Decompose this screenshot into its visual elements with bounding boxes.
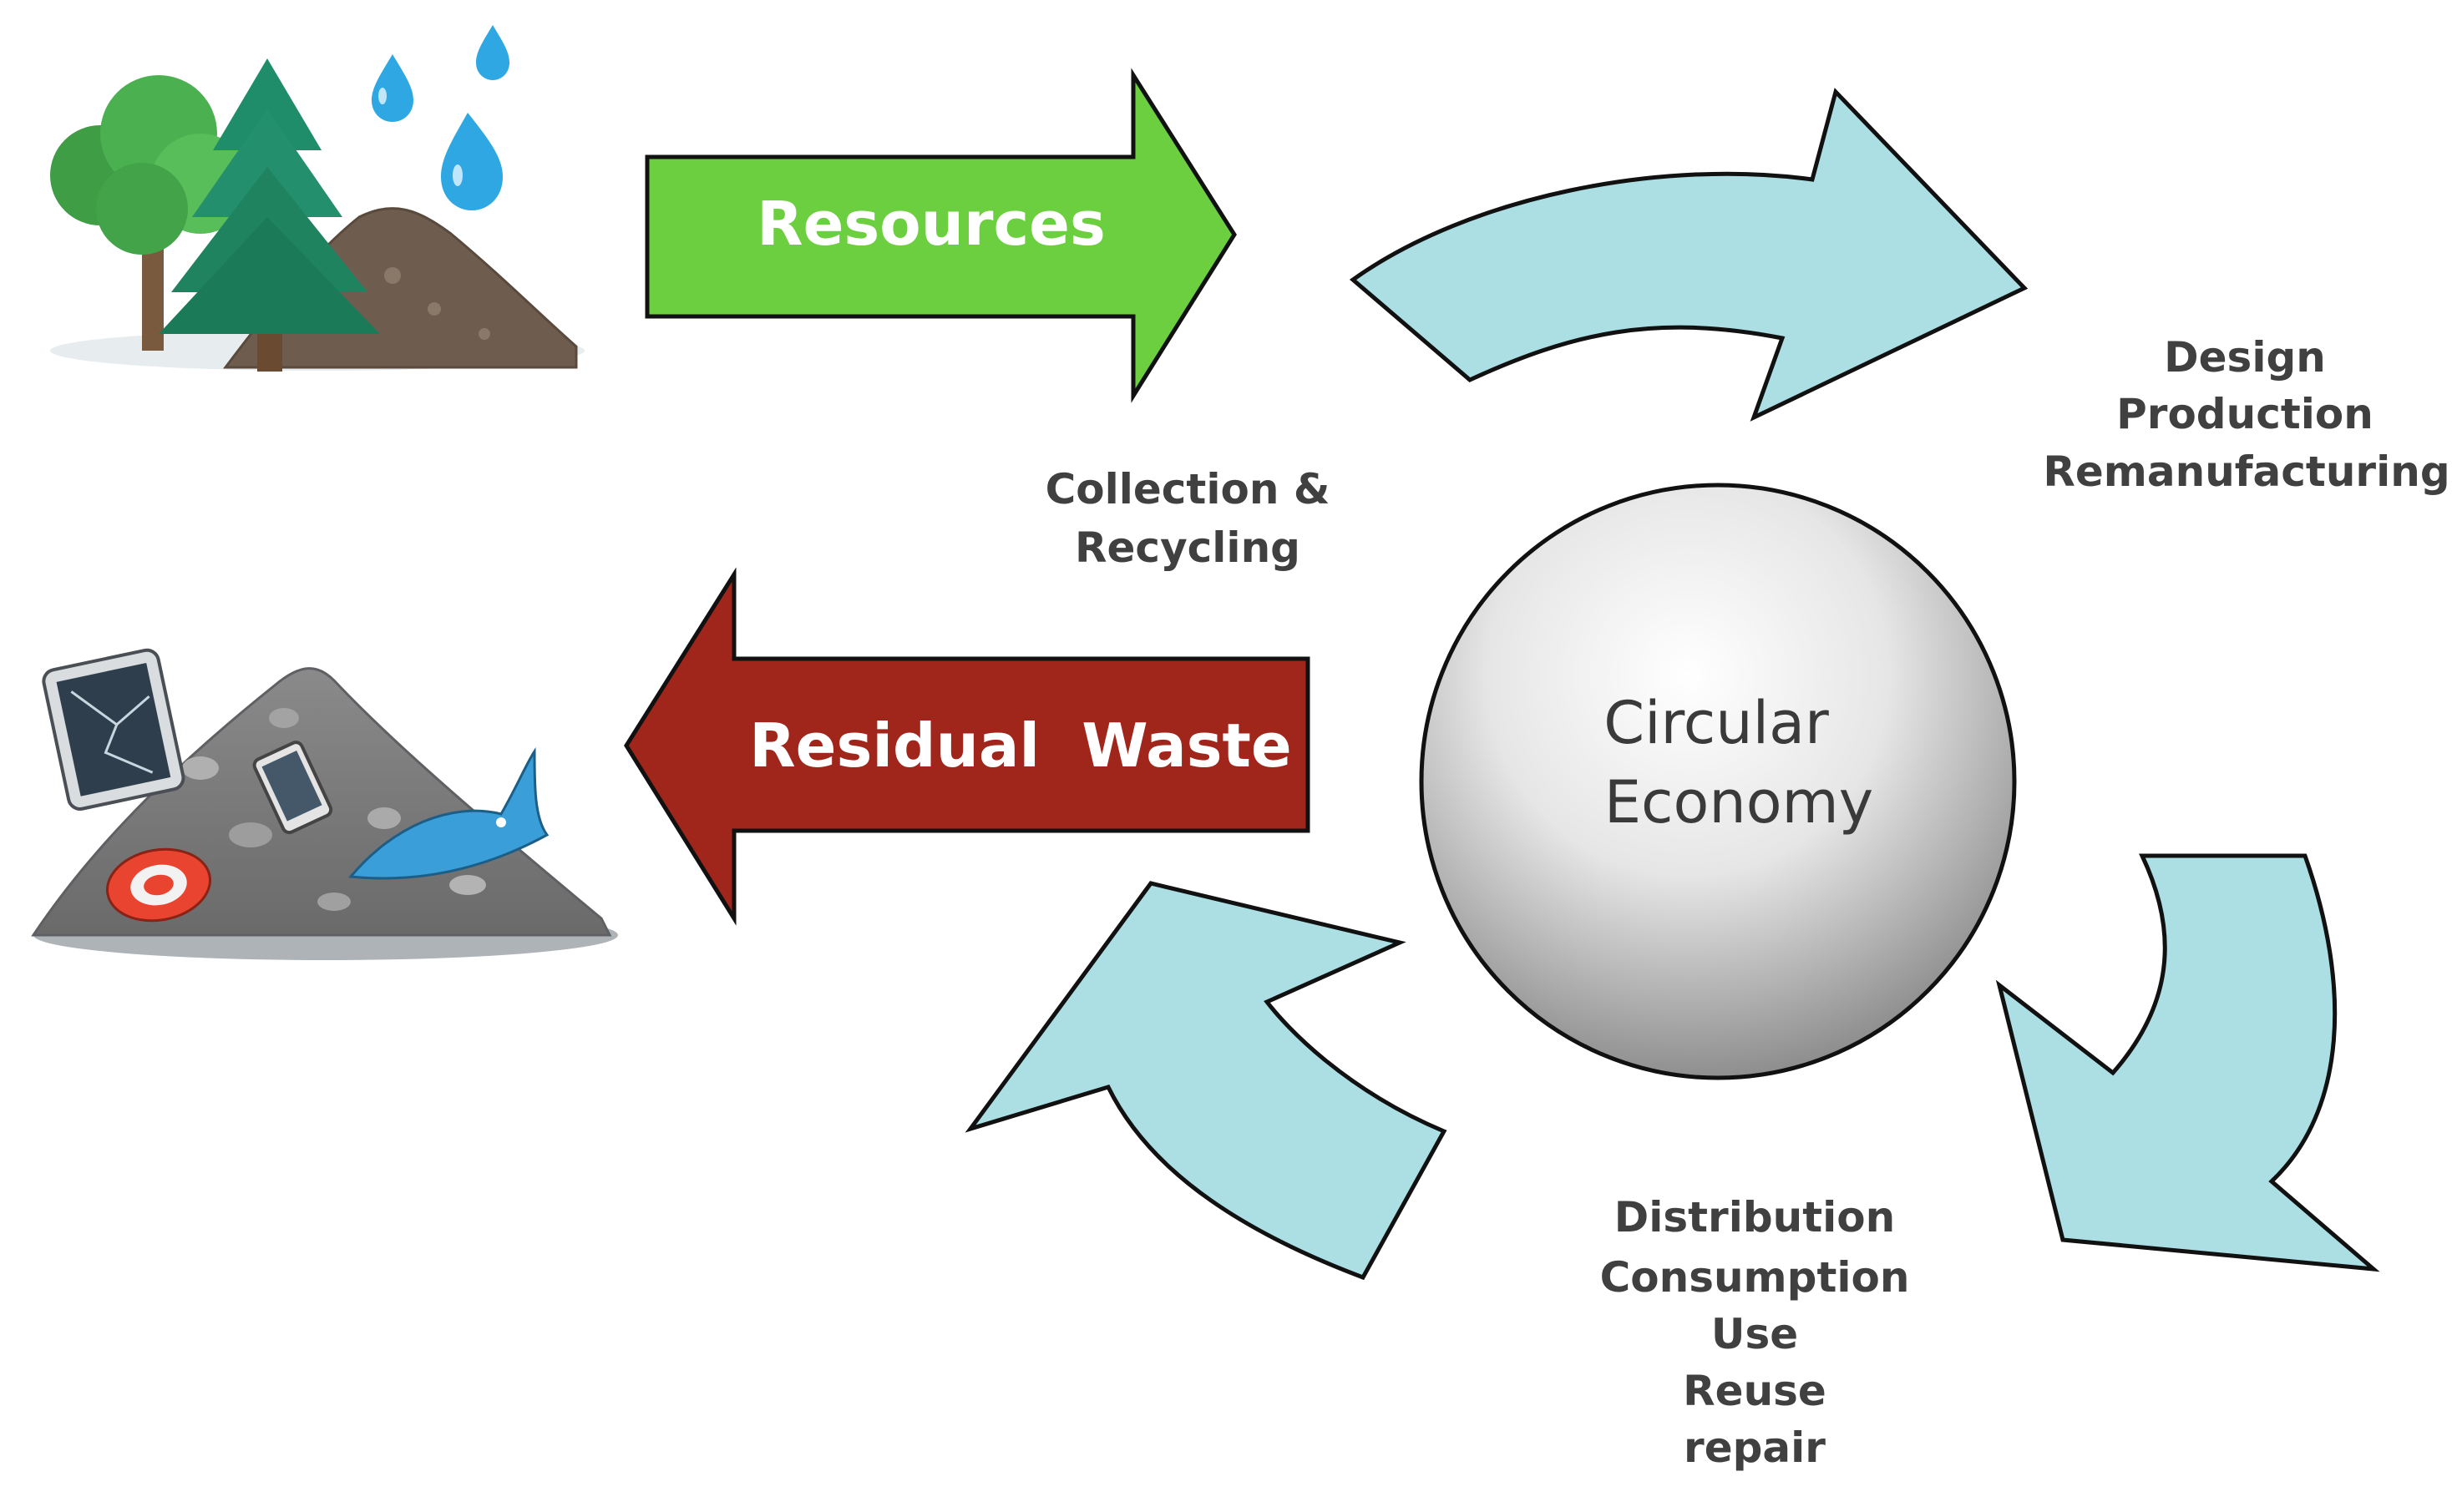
design-label-line2: Production [2116,390,2373,438]
cycle-arrow-right [1995,853,2380,1272]
distribution-label-line3: Use [1711,1310,1798,1358]
collection-label-line1: Collection & [1046,465,1330,513]
waste-pile-icon [31,648,618,960]
circular-economy-node: Circular Economy [1419,483,2017,1080]
residual-waste-arrow: Residual Waste [624,567,1310,926]
center-label-line1: Circular [1603,689,1829,757]
design-production-label: Design Production Remanufacturing [2043,333,2449,496]
cycle-arrow-top [1349,88,2029,422]
resources-arrow: Resources [645,68,1237,403]
distribution-label-line1: Distribution [1614,1193,1895,1241]
collection-recycling-label: Collection & Recycling [1046,465,1330,572]
resources-label: Resources [757,189,1106,259]
distribution-label-line4: Reuse [1683,1367,1826,1415]
collection-label-line2: Recycling [1075,523,1300,572]
nature-resources-icon [50,25,585,372]
design-label-line1: Design [2164,333,2326,382]
distribution-label-line5: repair [1684,1424,1826,1472]
distribution-consumption-label: Distribution Consumption Use Reuse repai… [1600,1193,1910,1472]
residual-waste-label: Residual Waste [749,710,1292,781]
distribution-label-line2: Consumption [1600,1253,1910,1302]
design-label-line3: Remanufacturing [2043,448,2449,496]
center-label-line2: Economy [1604,768,1873,837]
cycle-arrow-left [965,881,1447,1281]
